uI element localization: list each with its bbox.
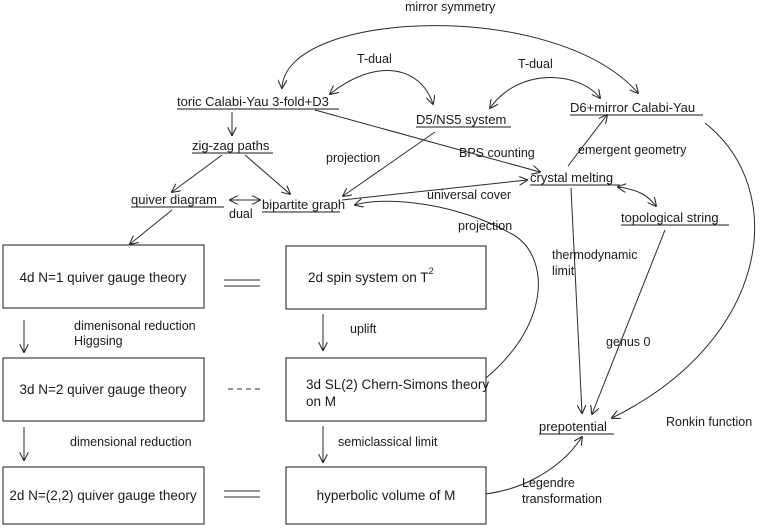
box-hyperbolic-volume: hyperbolic volume of M <box>285 466 487 525</box>
label-universal-cover: universal cover <box>427 188 511 202</box>
node-d6-mirror: D6+mirror Calabi-Yau <box>570 100 695 115</box>
node-toric-calabi-yau: toric Calabi-Yau 3-fold+D3 <box>177 94 329 109</box>
edge-projection-cs <box>355 201 539 406</box>
box-3d-chern-simons: 3d SL(2) Chern-Simons theory on M <box>285 357 489 422</box>
edge-projection-d5 <box>343 131 436 196</box>
spin-system-text: 2d spin system on T2 <box>308 266 434 285</box>
label-mirror-symmetry: mirror symmetry <box>405 0 496 14</box>
edge-ronkin-function <box>612 122 756 418</box>
label-uplift: uplift <box>350 322 377 336</box>
node-quiver-diagram: quiver diagram <box>131 192 217 207</box>
box-3d-gauge-theory: 3d N=2 quiver gauge theory <box>2 357 205 422</box>
label-projection-2: projection <box>458 219 512 233</box>
edge-emergent-geometry <box>567 115 607 167</box>
node-crystal-melting: crystal melting <box>530 170 613 185</box>
node-d5-ns5: D5/NS5 system <box>416 112 506 127</box>
svg-text:2d N=(2,2) quiver gauge theory: 2d N=(2,2) quiver gauge theory <box>9 488 196 503</box>
edge-crystal-topstring <box>618 187 656 206</box>
svg-text:3d SL(2) Chern-Simons theory: 3d SL(2) Chern-Simons theory <box>306 377 489 392</box>
nodes: toric Calabi-Yau 3-fold+D3 D5/NS5 system… <box>131 94 729 435</box>
label-projection-1: projection <box>326 151 380 165</box>
edge-zigzag-bipartite <box>244 154 290 194</box>
node-topological-string: topological string <box>621 210 719 225</box>
label-bps-counting: BPS counting <box>459 146 535 160</box>
node-zig-zag-paths: zig-zag paths <box>192 138 270 153</box>
box-2d-gauge-theory: 2d N=(2,2) quiver gauge theory <box>2 466 205 525</box>
edge-universal-cover <box>341 180 527 201</box>
edge-tdual-toric-d5 <box>330 70 433 104</box>
edge-bps-counting <box>314 109 540 172</box>
label-dual: dual <box>229 207 253 221</box>
label-t-dual-2: T-dual <box>518 57 553 71</box>
box-2d-spin-system: 2d spin system on T2 <box>285 245 487 310</box>
edge-quiver-4d <box>130 209 173 244</box>
svg-text:on M: on M <box>306 394 336 409</box>
node-prepotential: prepotential <box>539 419 607 434</box>
edge-thermodynamic-limit <box>570 187 582 413</box>
box-4d-gauge-theory: 4d N=1 quiver gauge theory <box>2 244 205 309</box>
label-higgsing: Higgsing <box>74 334 123 348</box>
label-genus-0: genus 0 <box>606 335 651 349</box>
node-bipartite-graph: bipartite graph <box>262 197 345 212</box>
correspondence-marks <box>224 279 260 498</box>
label-dimensional-reduction-1: dimenisonal reduction <box>74 319 196 333</box>
label-thermodynamic-limit: limit <box>552 264 575 278</box>
svg-text:3d N=2 quiver gauge theory: 3d N=2 quiver gauge theory <box>20 382 187 397</box>
edge-genus-0 <box>592 229 666 414</box>
svg-text:4d N=1 quiver gauge theory: 4d N=1 quiver gauge theory <box>20 270 187 285</box>
edge-labels: mirror symmetry T-dual T-dual projection… <box>70 0 752 506</box>
edge-zigzag-quiver <box>172 154 223 192</box>
svg-text:hyperbolic volume of M: hyperbolic volume of M <box>317 488 456 503</box>
label-emergent-geometry: emergent geometry <box>578 143 687 157</box>
label-ronkin-function: Ronkin function <box>666 415 752 429</box>
edge-tdual-d5-d6 <box>490 77 600 108</box>
label-thermodynamic: thermodynamic <box>552 248 637 262</box>
label-dimensional-reduction-2: dimensional reduction <box>70 435 192 449</box>
edge-mirror-symmetry <box>282 25 638 93</box>
label-t-dual-1: T-dual <box>357 52 392 66</box>
label-legendre-transformation: transformation <box>522 492 602 506</box>
label-semiclassical-limit: semiclassical limit <box>338 435 438 449</box>
label-legendre: Legendre <box>522 476 575 490</box>
